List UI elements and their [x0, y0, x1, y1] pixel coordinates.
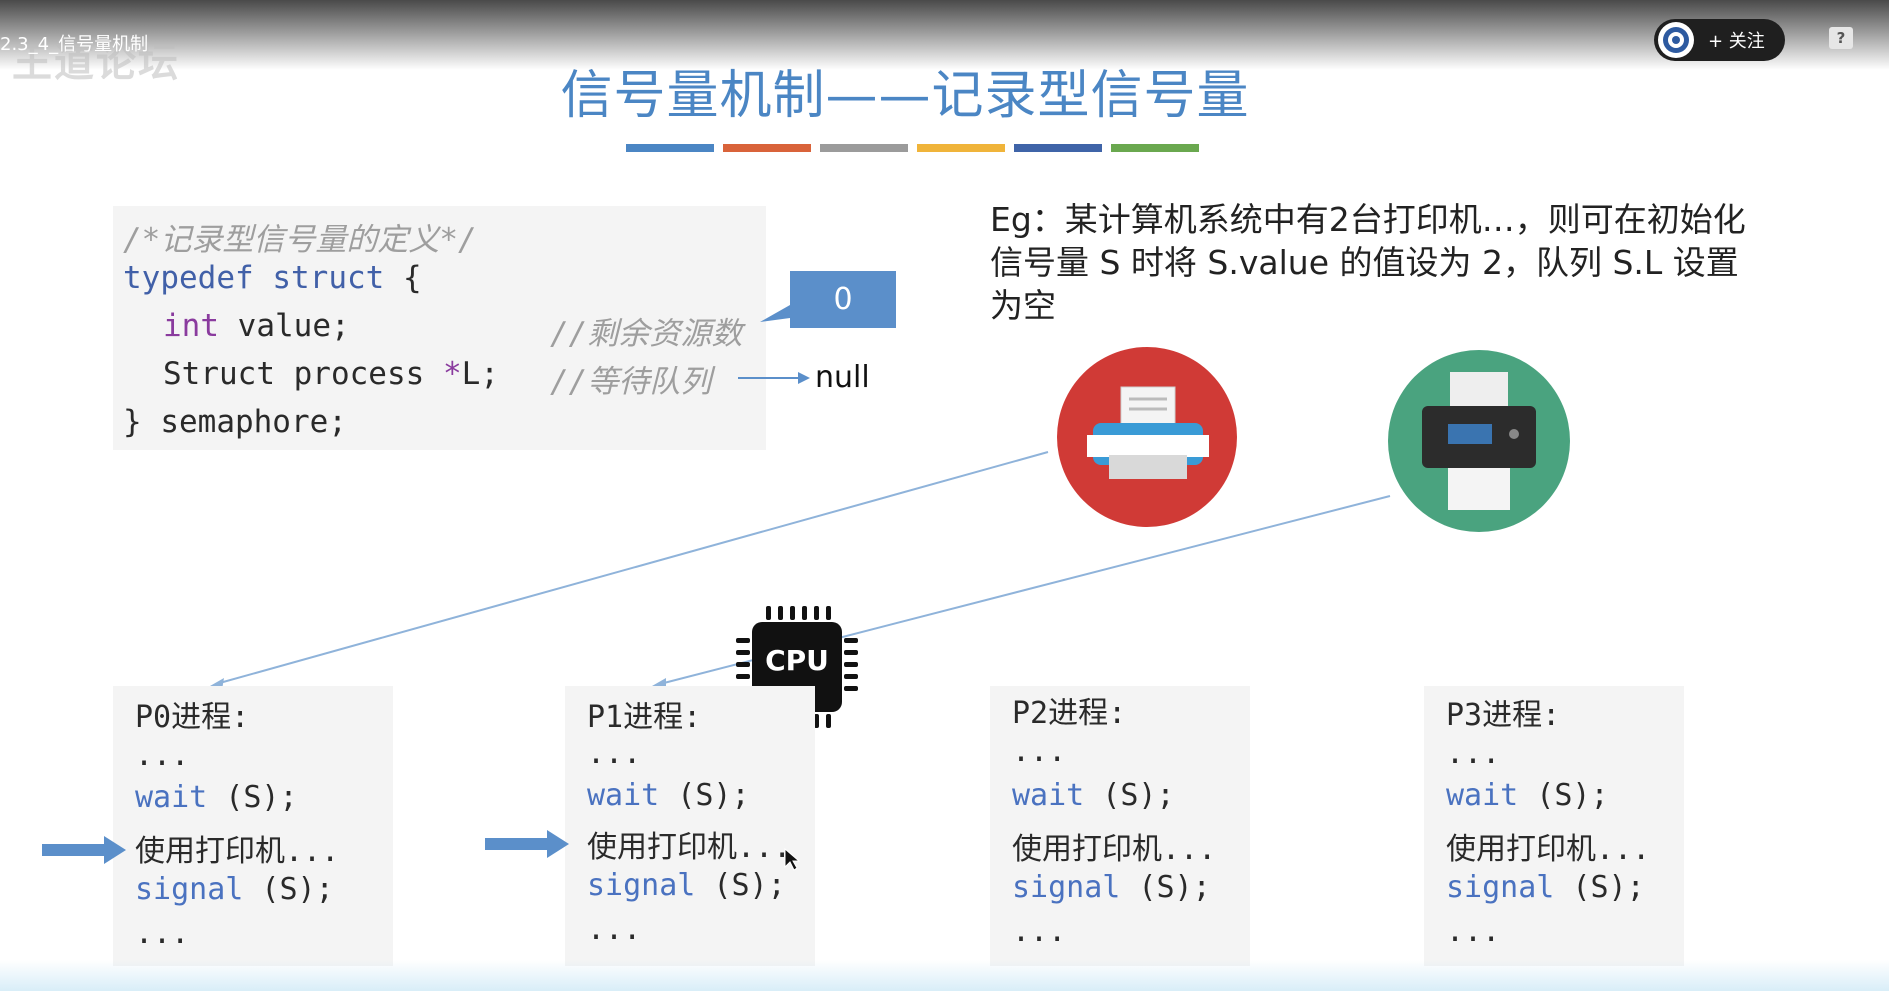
- help-icon[interactable]: ?: [1829, 27, 1853, 49]
- uploader-avatar-icon[interactable]: [1658, 22, 1694, 58]
- process-p1-wait: wait: [587, 778, 660, 813]
- process-p2-signal: signal: [1012, 870, 1121, 905]
- callout-pointer: [760, 305, 790, 322]
- printer-green-icon: [1388, 350, 1570, 532]
- code-line-queue: Struct process *L;: [163, 356, 499, 392]
- process-p3-use: 使用打印机...: [1446, 832, 1651, 867]
- process-p2-wait: wait: [1012, 778, 1085, 813]
- process-p1-signal-args: (S);: [695, 868, 786, 903]
- title-bar-4: [917, 144, 1005, 152]
- mouse-cursor-icon: [784, 848, 800, 871]
- printer1-to-p0-line: [215, 451, 1049, 685]
- process-p1-signal: signal: [587, 868, 696, 903]
- process-p1-line6: ...: [587, 912, 642, 947]
- process-p3-line1: ...: [1446, 736, 1501, 771]
- process-p2-name: P2进程:: [1012, 696, 1127, 731]
- code-line-close: } semaphore;: [123, 404, 347, 440]
- process-p2-wait-args: (S);: [1084, 778, 1175, 813]
- process-p1-use: 使用打印机...: [587, 830, 792, 865]
- process-p0-line1: ...: [135, 738, 190, 773]
- code-keyword-struct: struct: [272, 260, 385, 296]
- code-queue-field: L;: [461, 356, 499, 392]
- follow-button[interactable]: + 关注: [1654, 19, 1785, 61]
- process-p0-signal-line: signal (S);: [135, 872, 334, 907]
- process-p2-wait-line: wait (S);: [1012, 778, 1175, 813]
- process-p3-signal: signal: [1446, 870, 1555, 905]
- p0-pointer-arrow-icon: [42, 836, 126, 864]
- printer-red-icon: [1057, 347, 1237, 527]
- process-p3-signal-line: signal (S);: [1446, 870, 1645, 905]
- process-p1-wait-line: wait (S);: [587, 778, 750, 813]
- title-bar-2: [723, 144, 811, 152]
- code-comment-queue: //等待队列: [550, 364, 712, 400]
- example-text: Eg：某计算机系统中有2台打印机…，则可在初始化信号量 S 时将 S.value…: [990, 200, 1746, 325]
- process-p1-box: P1进程: ... wait (S); 使用打印机... signal (S);…: [565, 686, 815, 966]
- process-p1-signal-line: signal (S);: [587, 868, 786, 903]
- process-p0-wait-args: (S);: [207, 780, 298, 815]
- process-p0-wait: wait: [135, 780, 208, 815]
- code-line-typedef: typedef struct {: [123, 260, 422, 296]
- process-p0-wait-line: wait (S);: [135, 780, 298, 815]
- video-title: 2.3_4_信号量机制: [0, 34, 149, 55]
- code-comment-remaining: //剩余资源数: [550, 316, 743, 352]
- process-p1-name: P1进程:: [587, 700, 702, 735]
- process-p3-line6: ...: [1446, 914, 1501, 949]
- process-p2-line6: ...: [1012, 914, 1067, 949]
- process-p0-signal-args: (S);: [243, 872, 334, 907]
- process-p3-box: P3进程: ... wait (S); 使用打印机... signal (S);…: [1424, 686, 1684, 966]
- process-p2-box: P2进程: ... wait (S); 使用打印机... signal (S);…: [990, 686, 1250, 966]
- process-p3-name: P3进程:: [1446, 698, 1561, 733]
- code-value-field: value;: [219, 308, 350, 344]
- process-p1-wait-args: (S);: [659, 778, 750, 813]
- code-line-value: int value;: [163, 308, 350, 344]
- process-p3-wait-args: (S);: [1518, 778, 1609, 813]
- title-bar-3: [820, 144, 908, 152]
- bottom-decoration: [0, 960, 1889, 991]
- title-bar-5: [1014, 144, 1102, 152]
- follow-label[interactable]: + 关注: [1708, 31, 1765, 52]
- process-p3-wait-line: wait (S);: [1446, 778, 1609, 813]
- process-p3-signal-args: (S);: [1554, 870, 1645, 905]
- process-p2-signal-args: (S);: [1120, 870, 1211, 905]
- process-p0-signal: signal: [135, 872, 244, 907]
- process-p2-signal-line: signal (S);: [1012, 870, 1211, 905]
- process-p3-wait: wait: [1446, 778, 1519, 813]
- cpu-label: CPU: [765, 644, 829, 677]
- process-p0-name: P0进程:: [135, 700, 250, 735]
- code-keyword-int: int: [163, 308, 219, 344]
- process-p2-use: 使用打印机...: [1012, 832, 1217, 867]
- player-top-bar: [0, 0, 1889, 70]
- process-p0-line6: ...: [135, 916, 190, 951]
- code-brace-open: {: [384, 260, 422, 296]
- code-pointer-star: *: [442, 356, 462, 392]
- code-comment-definition: /*记录型信号量的定义*/: [123, 222, 477, 258]
- p1-pointer-arrow-icon: [485, 830, 569, 858]
- title-bar-6: [1111, 144, 1199, 152]
- slide-title: 信号量机制——记录型信号量: [560, 66, 1250, 126]
- process-p2-line1: ...: [1012, 734, 1067, 769]
- title-bar-1: [626, 144, 714, 152]
- code-process-type: Struct process: [163, 356, 443, 392]
- process-p1-line1: ...: [587, 736, 642, 771]
- semaphore-definition-code: /*记录型信号量的定义*/ typedef struct { int value…: [113, 206, 766, 450]
- null-label: null: [815, 360, 870, 395]
- null-arrow-head: [798, 372, 810, 384]
- watermark-logo: 王道论坛: [12, 40, 180, 86]
- code-keyword-typedef: typedef: [123, 260, 254, 296]
- process-p0-box: P0进程: ... wait (S); 使用打印机... signal (S);…: [113, 686, 393, 966]
- process-p0-use: 使用打印机...: [135, 834, 340, 869]
- value-callout: 0: [790, 271, 896, 328]
